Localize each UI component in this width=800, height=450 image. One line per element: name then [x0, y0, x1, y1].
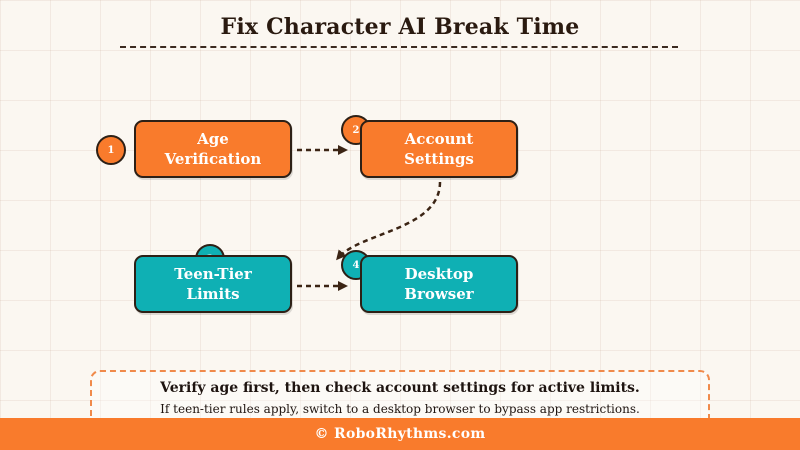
step-1-title-line2: Verification: [164, 150, 262, 168]
step-2-title-line1: Account: [404, 130, 474, 148]
step-4-title-line2: Browser: [404, 285, 474, 303]
callout-sub-text: If teen-tier rules apply, switch to a de…: [160, 402, 640, 416]
step-3-title-line2: Limits: [186, 285, 240, 303]
step-4-title-line1: Desktop: [404, 265, 474, 283]
connector-account-to-desktop: [336, 181, 442, 261]
step-1-badge: 1: [96, 135, 126, 165]
step-3-title-line1: Teen-Tier: [174, 265, 252, 283]
step-1-title-line1: Age: [197, 130, 229, 148]
footer-text: © RoboRhythms.com: [314, 426, 486, 442]
step-age-verification: Age Verification: [134, 120, 292, 178]
step-account-settings: Account Settings: [360, 120, 518, 178]
title-divider: [120, 46, 678, 48]
callout-main-text: Verify age first, then check account set…: [160, 380, 640, 396]
step-2-title-line2: Settings: [404, 150, 474, 168]
page-title: Fix Character AI Break Time: [220, 14, 580, 40]
step-teen-tier-limits: Teen-Tier Limits: [134, 255, 292, 313]
footer-credit: © RoboRhythms.com: [0, 418, 800, 450]
step-desktop-browser: Desktop Browser: [360, 255, 518, 313]
step-2-badge: 2: [341, 115, 371, 145]
